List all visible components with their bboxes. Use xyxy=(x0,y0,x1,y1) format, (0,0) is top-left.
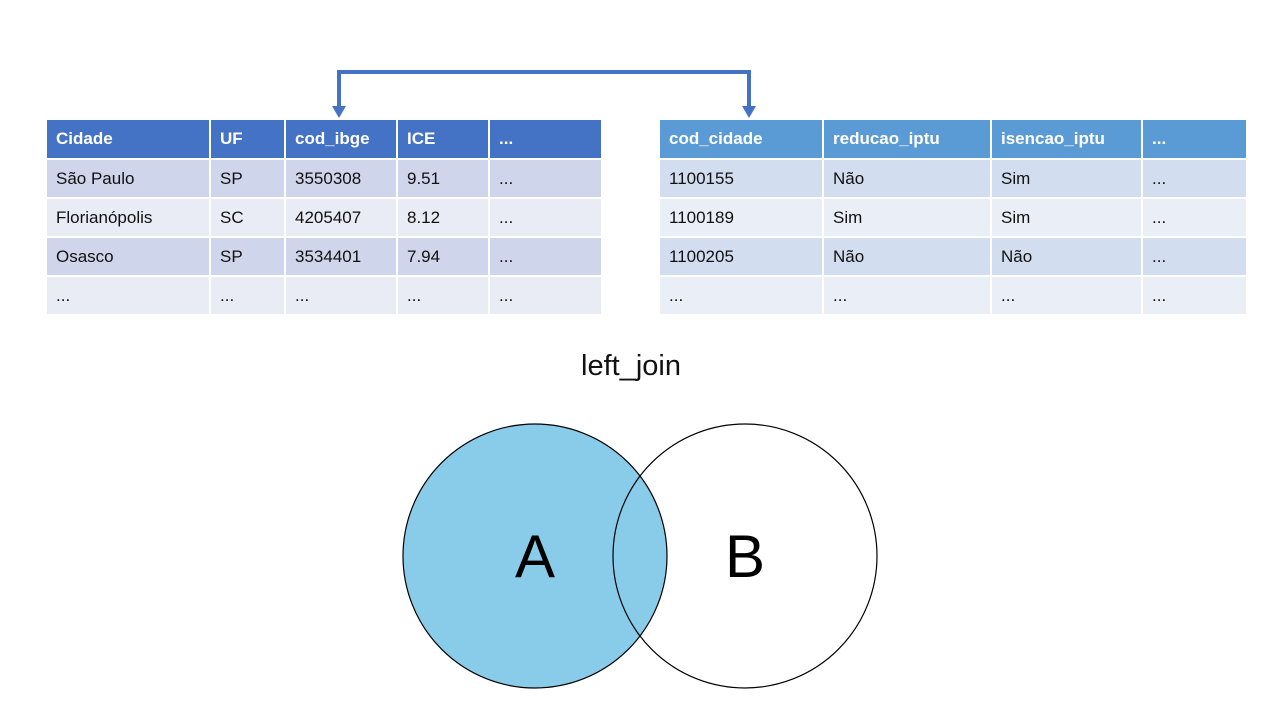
table-cell: ... xyxy=(284,275,398,316)
column-header: cod_ibge xyxy=(284,118,398,160)
table-cell: ... xyxy=(396,275,490,316)
column-header: ... xyxy=(488,118,603,160)
table-row: 1100189 Sim Sim ... xyxy=(658,197,1248,238)
table-b-iptu: cod_cidade reducao_iptu isencao_iptu ...… xyxy=(658,118,1248,316)
venn-circle-b-outline-in-a xyxy=(612,424,667,688)
venn-circle-a xyxy=(402,423,668,689)
table-cell: 1100205 xyxy=(658,236,824,277)
table-cell: ... xyxy=(1141,158,1248,199)
column-header: reducao_iptu xyxy=(822,118,992,160)
table-cell: 3534401 xyxy=(284,236,398,277)
column-header: ... xyxy=(1141,118,1248,160)
table-cell: 1100155 xyxy=(658,158,824,199)
column-header: UF xyxy=(209,118,286,160)
table-row: 1100155 Não Sim ... xyxy=(658,158,1248,199)
table-row: Florianópolis SC 4205407 8.12 ... xyxy=(45,197,603,238)
table-row: ... ... ... ... xyxy=(658,275,1248,316)
table-cell: ... xyxy=(209,275,286,316)
table-cell: 3550308 xyxy=(284,158,398,199)
table-cell: ... xyxy=(488,275,603,316)
join-type-label: left_join xyxy=(581,350,681,382)
table-cell: ... xyxy=(1141,197,1248,238)
table-cell: ... xyxy=(488,236,603,277)
arrow-head-right xyxy=(742,106,756,118)
table-row: 1100205 Não Não ... xyxy=(658,236,1248,277)
table-cell: ... xyxy=(990,275,1143,316)
table-cell: Não xyxy=(990,236,1143,277)
table-cell: SC xyxy=(209,197,286,238)
table-header-row: Cidade UF cod_ibge ICE ... xyxy=(45,118,603,160)
table-header-row: cod_cidade reducao_iptu isencao_iptu ... xyxy=(658,118,1248,160)
venn-label-a: A xyxy=(515,523,555,590)
table-cell: Sim xyxy=(990,158,1143,199)
table-cell: Osasco xyxy=(45,236,211,277)
join-key-arrow xyxy=(332,70,756,118)
table-cell: 4205407 xyxy=(284,197,398,238)
table-cell: ... xyxy=(1141,236,1248,277)
table-cell: Não xyxy=(822,158,992,199)
table-cell: Não xyxy=(822,236,992,277)
table-cell: 1100189 xyxy=(658,197,824,238)
table-row: São Paulo SP 3550308 9.51 ... xyxy=(45,158,603,199)
table-cell: ... xyxy=(488,158,603,199)
table-cell: 8.12 xyxy=(396,197,490,238)
table-cell: SP xyxy=(209,236,286,277)
column-header: isencao_iptu xyxy=(990,118,1143,160)
table-cell: ... xyxy=(658,275,824,316)
arrow-line xyxy=(337,70,751,112)
venn-label-b: B xyxy=(725,523,765,590)
table-a-cidades: Cidade UF cod_ibge ICE ... São Paulo SP … xyxy=(45,118,603,316)
arrow-head-left xyxy=(332,106,346,118)
table-cell: 7.94 xyxy=(396,236,490,277)
column-header: cod_cidade xyxy=(658,118,824,160)
table-cell: SP xyxy=(209,158,286,199)
table-cell: São Paulo xyxy=(45,158,211,199)
table-row: ... ... ... ... ... xyxy=(45,275,603,316)
table-cell: ... xyxy=(822,275,992,316)
table-cell: Sim xyxy=(990,197,1143,238)
table-cell: ... xyxy=(488,197,603,238)
table-cell: 9.51 xyxy=(396,158,490,199)
column-header: ICE xyxy=(396,118,490,160)
table-row: Osasco SP 3534401 7.94 ... xyxy=(45,236,603,277)
table-cell: ... xyxy=(45,275,211,316)
table-cell: ... xyxy=(1141,275,1248,316)
column-header: Cidade xyxy=(45,118,211,160)
table-cell: Sim xyxy=(822,197,992,238)
table-cell: Florianópolis xyxy=(45,197,211,238)
